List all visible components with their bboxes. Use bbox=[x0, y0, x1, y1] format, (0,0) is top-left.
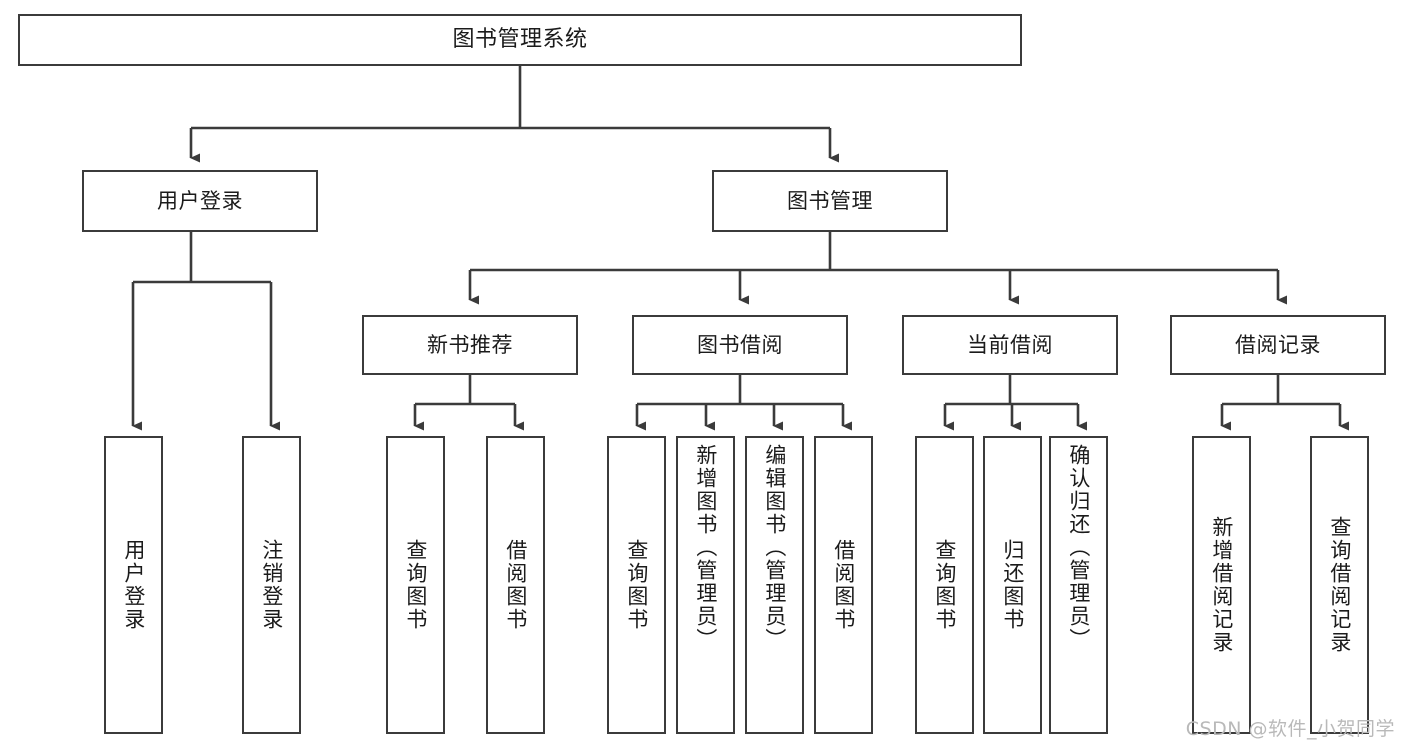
leaf-return-book[interactable]: 归还图书 bbox=[983, 436, 1042, 734]
leaf-query-book-1[interactable]: 查询图书 bbox=[386, 436, 445, 734]
leaf-confirm-return[interactable]: 确认归还（管理员） bbox=[1049, 436, 1108, 734]
leaf-query-book-2[interactable]: 查询图书 bbox=[607, 436, 666, 734]
node-book-manage[interactable]: 图书管理 bbox=[712, 170, 948, 232]
leaf-query-book-3[interactable]: 查询图书 bbox=[915, 436, 974, 734]
leaf-borrow-book-2[interactable]: 借阅图书 bbox=[814, 436, 873, 734]
leaf-add-book[interactable]: 新增图书（管理员） bbox=[676, 436, 735, 734]
node-borrow-record[interactable]: 借阅记录 bbox=[1170, 315, 1386, 375]
leaf-edit-book[interactable]: 编辑图书（管理员） bbox=[745, 436, 804, 734]
leaf-user-logout[interactable]: 注销登录 bbox=[242, 436, 301, 734]
node-user-login[interactable]: 用户登录 bbox=[82, 170, 318, 232]
leaf-borrow-book-1[interactable]: 借阅图书 bbox=[486, 436, 545, 734]
leaf-user-login[interactable]: 用户登录 bbox=[104, 436, 163, 734]
node-book-borrow[interactable]: 图书借阅 bbox=[632, 315, 848, 375]
node-root[interactable]: 图书管理系统 bbox=[18, 14, 1022, 66]
csdn-watermark: CSDN @软件_小贺同学 bbox=[1185, 718, 1395, 740]
leaf-add-record[interactable]: 新增借阅记录 bbox=[1192, 436, 1251, 734]
leaf-query-record[interactable]: 查询借阅记录 bbox=[1310, 436, 1369, 734]
node-current-borrow[interactable]: 当前借阅 bbox=[902, 315, 1118, 375]
node-new-book-recommend[interactable]: 新书推荐 bbox=[362, 315, 578, 375]
